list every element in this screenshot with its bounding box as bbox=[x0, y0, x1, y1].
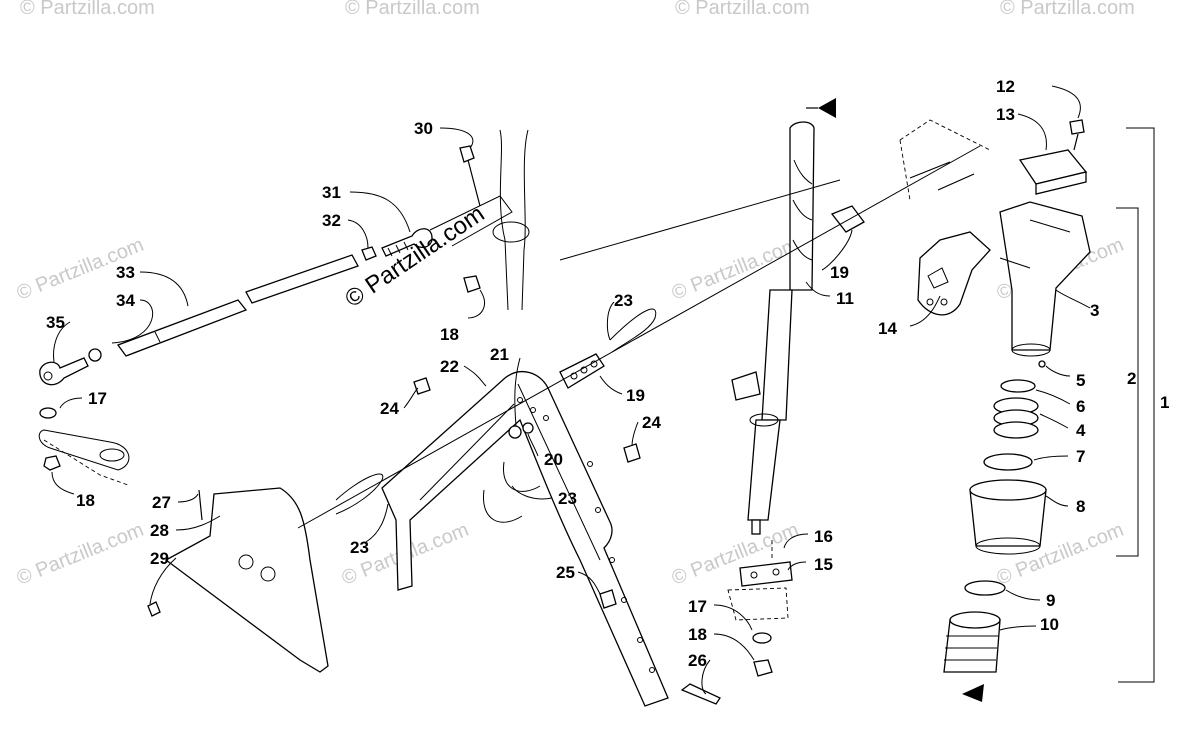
callout-3: 3 bbox=[1090, 301, 1099, 320]
callout-24: 24 bbox=[380, 399, 399, 418]
callout-23: 23 bbox=[614, 291, 633, 310]
callout-6: 6 bbox=[1076, 397, 1085, 416]
callout-35: 35 bbox=[46, 313, 65, 332]
callout-34: 34 bbox=[116, 291, 135, 310]
callout-23: 23 bbox=[350, 538, 369, 557]
callout-20: 20 bbox=[544, 450, 563, 469]
callout-leaders bbox=[51, 85, 1091, 695]
callout-11: 11 bbox=[836, 289, 854, 308]
watermark: © Partzilla.com bbox=[345, 0, 480, 19]
callout-5: 5 bbox=[1076, 371, 1085, 390]
callout-17: 17 bbox=[88, 389, 107, 408]
callout-16: 16 bbox=[814, 527, 833, 546]
callout-4: 4 bbox=[1076, 421, 1086, 440]
callout-32: 32 bbox=[322, 211, 341, 230]
callout-14: 14 bbox=[878, 319, 897, 338]
watermark: © Partzilla.com bbox=[1000, 0, 1135, 19]
callout-2: 2 bbox=[1127, 369, 1136, 388]
callout-29: 29 bbox=[150, 549, 169, 568]
callout-9: 9 bbox=[1046, 591, 1055, 610]
callout-12: 12 bbox=[996, 77, 1015, 96]
callout-13: 13 bbox=[996, 105, 1015, 124]
center-watermark: © Partzilla.com bbox=[340, 200, 489, 313]
callout-18: 18 bbox=[688, 625, 707, 644]
callout-numbers: 1 2 3 4 5 6 7 8 9 10 11 12 13 14 15 16 1… bbox=[46, 77, 1169, 670]
callout-1: 1 bbox=[1160, 393, 1169, 412]
axis-line bbox=[297, 145, 981, 529]
watermark: © Partzilla.com bbox=[20, 0, 155, 19]
callout-15: 15 bbox=[814, 555, 833, 574]
callout-23: 23 bbox=[558, 489, 577, 508]
axis-line bbox=[999, 257, 1031, 269]
callout-8: 8 bbox=[1076, 497, 1085, 516]
callout-26: 26 bbox=[688, 651, 707, 670]
callout-31: 31 bbox=[322, 183, 341, 202]
callout-19: 19 bbox=[830, 263, 849, 282]
watermark: © Partzilla.com bbox=[675, 0, 810, 19]
callout-7: 7 bbox=[1076, 447, 1085, 466]
callout-28: 28 bbox=[150, 521, 169, 540]
callout-19: 19 bbox=[626, 386, 645, 405]
callout-22: 22 bbox=[440, 357, 459, 376]
callout-27: 27 bbox=[152, 493, 171, 512]
callout-30: 30 bbox=[414, 119, 433, 138]
callout-21: 21 bbox=[490, 345, 509, 364]
callout-24: 24 bbox=[642, 413, 661, 432]
callout-33: 33 bbox=[116, 263, 135, 282]
callout-25: 25 bbox=[556, 563, 575, 582]
callout-18: 18 bbox=[440, 325, 459, 344]
callout-10: 10 bbox=[1040, 615, 1059, 634]
callout-18: 18 bbox=[76, 491, 95, 510]
tie-rod-assembly bbox=[38, 129, 530, 486]
steering-support-frame bbox=[147, 205, 865, 707]
steering-post-assembly bbox=[899, 119, 1155, 702]
steering-column bbox=[727, 98, 991, 677]
callout-17: 17 bbox=[688, 597, 707, 616]
watermark: © Partzilla.com bbox=[14, 519, 147, 590]
